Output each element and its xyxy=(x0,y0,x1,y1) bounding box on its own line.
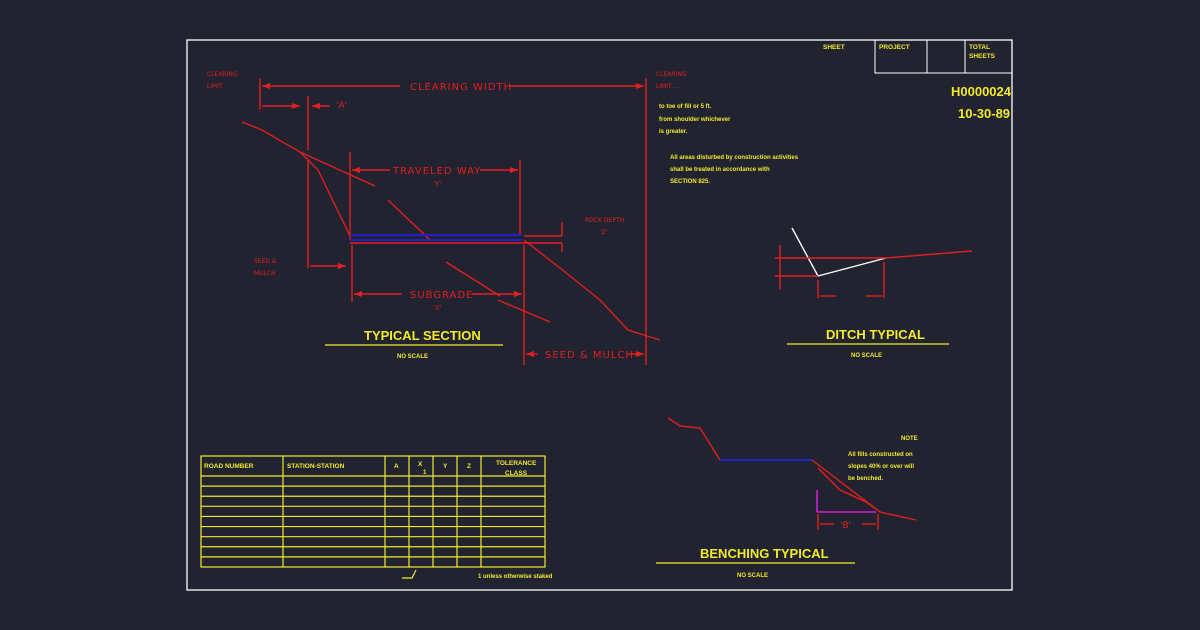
sheet-border xyxy=(186,39,1013,591)
note-toe-1: to toe of fill or 5 ft. xyxy=(659,104,712,110)
total-sheets-label: TOTAL xyxy=(969,44,990,51)
benching-note-title: NOTE xyxy=(901,436,918,442)
total-sheets-label-2: SHEETS xyxy=(969,53,996,60)
rock-depth-var: 'Z' xyxy=(600,229,608,236)
typical-section: CLEARING WIDTH CLEARING LIMIT CLEARING L… xyxy=(207,71,687,365)
clearing-limit-right: CLEARING xyxy=(656,71,687,78)
table-frame xyxy=(200,455,546,568)
header-class: CLASS xyxy=(505,470,528,477)
header-road-number: ROAD NUMBER xyxy=(204,463,254,470)
typical-section-scale: NO SCALE xyxy=(397,354,428,360)
seed-mulch-right: SEED & MULCH xyxy=(545,350,634,361)
footnote-mark xyxy=(402,569,417,579)
benching-typical-scale: NO SCALE xyxy=(737,573,768,579)
construction-notes: to toe of fill or 5 ft. from shoulder wh… xyxy=(659,104,799,185)
subgrade-var: 'X' xyxy=(433,304,442,312)
ditch-typical-scale: NO SCALE xyxy=(851,353,882,359)
traveled-way-label: TRAVELED WAY xyxy=(392,166,481,177)
clearing-limit-left: CLEARING xyxy=(207,71,238,78)
seed-mulch-left-2: MULCH xyxy=(254,270,276,277)
clearing-limit-right-2: LIMIT ... xyxy=(656,83,679,90)
benching-note-2: slopes 40% or over will xyxy=(848,464,914,470)
header-a: A xyxy=(394,463,399,470)
dim-a-label: 'A' xyxy=(336,101,347,111)
typical-section-title: TYPICAL SECTION xyxy=(364,328,481,343)
header-station: STATION-STATION xyxy=(287,463,345,470)
project-label: PROJECT xyxy=(879,44,910,51)
rock-depth-label: ROCK DEPTH xyxy=(585,217,624,224)
subgrade-label: SUBGRADE xyxy=(410,290,474,301)
title-block: SHEET PROJECT TOTAL SHEETS H0000024 10-3… xyxy=(823,39,1013,121)
header-tolerance: TOLERANCE xyxy=(496,460,537,467)
ditch-typical: DITCH TYPICAL NO SCALE xyxy=(775,227,973,359)
table-footnote: 1 unless otherwise staked xyxy=(478,574,553,580)
title-block-frame xyxy=(874,39,1013,74)
traveled-way-var: 'Y' xyxy=(433,180,441,188)
header-x: X xyxy=(418,461,423,468)
clearing-width-label: CLEARING WIDTH xyxy=(410,82,512,93)
clearing-limit-left-2: LIMIT xyxy=(207,83,223,90)
note-toe-3: is greater. xyxy=(659,129,688,135)
note-disturbed-3: SECTION 825. xyxy=(670,179,710,185)
note-toe-2: from shoulder whichever xyxy=(659,117,731,123)
ditch-typical-title: DITCH TYPICAL xyxy=(826,327,925,342)
note-disturbed-1: All areas disturbed by construction acti… xyxy=(670,155,799,161)
benching-note-3: be benched. xyxy=(848,476,883,482)
note-disturbed-2: shall be treated in accordance with xyxy=(670,167,770,173)
sheet-label: SHEET xyxy=(823,44,845,51)
benching-typical-title: BENCHING TYPICAL xyxy=(700,546,829,561)
seed-mulch-left: SEED & xyxy=(254,258,277,265)
drawing-date: 10-30-89 xyxy=(958,106,1010,121)
dim-b-label: 'B' xyxy=(840,521,851,531)
header-z: Z xyxy=(467,463,471,470)
header-x-superscript: 1 xyxy=(423,470,427,476)
header-y: Y xyxy=(443,463,448,470)
benching-note-1: All fills constructed on xyxy=(848,452,913,458)
benching-typical: 'B' NOTE All fills constructed on slopes… xyxy=(656,417,918,579)
drawing-number: H0000024 xyxy=(951,84,1012,99)
tolerance-table: ROAD NUMBER STATION-STATION A X 1 Y Z TO… xyxy=(200,455,553,580)
